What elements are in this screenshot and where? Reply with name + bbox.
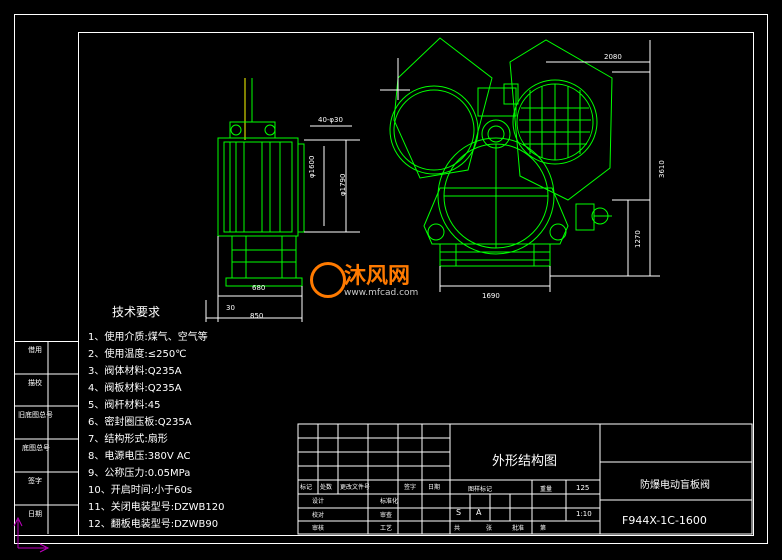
stage-s: S xyxy=(456,508,462,517)
side-label-sign: 签字 xyxy=(28,477,42,485)
row-check: 校对 xyxy=(312,512,325,519)
rev-header-date: 日期 xyxy=(428,484,441,491)
row-review: 审查 xyxy=(380,512,393,519)
ucs-icon xyxy=(13,516,50,553)
sheet-total-label: 共 xyxy=(454,525,461,532)
side-label-borrow: 借用 xyxy=(28,346,42,354)
row-standard: 标准化 xyxy=(380,498,399,505)
page-label: 第 xyxy=(540,525,547,532)
side-column-rows xyxy=(14,341,78,534)
tech-item-12: 12、翻板电装型号:DZWB90 xyxy=(88,519,219,530)
tech-item-2: 2、使用温度:≤250℃ xyxy=(88,349,187,360)
product-name: 防爆电动盲板阀 xyxy=(640,480,710,491)
row-audit: 审核 xyxy=(312,525,325,532)
tech-item-10: 10、开启时间:小于60s xyxy=(88,485,193,496)
tech-item-7: 7、结构形式:扇形 xyxy=(88,434,168,445)
dim-40-holes: 40-φ30 xyxy=(318,116,343,124)
title-block-grid xyxy=(297,423,753,535)
dim-1270: 1270 xyxy=(634,230,642,248)
side-view-dimensions xyxy=(205,125,360,322)
rev-header-mark: 标记 xyxy=(300,484,313,491)
dim-1600: φ1600 xyxy=(308,155,316,178)
dim-1790: φ1790 xyxy=(339,173,347,196)
side-view xyxy=(217,78,305,287)
dim-2080: 2080 xyxy=(604,53,622,61)
tech-item-1: 1、使用介质:煤气、空气等 xyxy=(88,332,208,343)
front-view-dimensions xyxy=(380,40,660,292)
dim-850: 850 xyxy=(250,312,264,320)
side-label-date: 日期 xyxy=(28,510,42,518)
side-label-base-no: 底图总号 xyxy=(22,444,50,452)
stage-label: 图样标记 xyxy=(468,486,493,493)
dim-30: 30 xyxy=(226,304,235,312)
weight-value: 125 xyxy=(576,484,590,492)
row-process: 工艺 xyxy=(380,525,393,532)
front-view xyxy=(389,37,613,267)
watermark-url: www.mfcad.com xyxy=(344,288,419,298)
dim-3610: 3610 xyxy=(658,160,666,178)
dim-680: 680 xyxy=(252,284,266,292)
tech-item-6: 6、密封圈压板:Q235A xyxy=(88,417,192,428)
stage-a: A xyxy=(476,508,482,517)
inner-border xyxy=(78,32,754,536)
rev-header-sign: 签字 xyxy=(404,484,417,491)
watermark-cn: 沐风网 xyxy=(344,264,411,289)
dim-1690: 1690 xyxy=(482,292,500,300)
side-label-old-no: 旧底图总号 xyxy=(18,411,53,419)
tech-item-11: 11、关闭电装型号:DZWB120 xyxy=(88,502,225,513)
scale-value: 1:10 xyxy=(576,510,592,518)
tech-requirements-title: 技术要求 xyxy=(112,305,161,319)
tech-item-4: 4、阀板材料:Q235A xyxy=(88,383,182,394)
drawing-title: 外形结构图 xyxy=(492,454,558,469)
drawing-number: F944X-1C-1600 xyxy=(622,514,707,527)
tech-item-9: 9、公称压力:0.05MPa xyxy=(88,468,191,479)
watermark-logo-icon xyxy=(310,262,346,298)
rev-header-file: 更改文件号 xyxy=(340,484,371,491)
row-approve: 批准 xyxy=(512,525,525,532)
tech-item-5: 5、阀杆材料:45 xyxy=(88,400,161,411)
rev-header-count: 处数 xyxy=(320,484,333,491)
tech-item-3: 3、阀体材料:Q235A xyxy=(88,366,182,377)
row-design: 设计 xyxy=(312,498,325,505)
side-label-trace: 描校 xyxy=(28,379,42,387)
outer-border xyxy=(14,14,768,544)
sheet-unit-label: 张 xyxy=(486,525,493,532)
weight-label: 重量 xyxy=(540,486,553,493)
tech-item-8: 8、电源电压:380V AC xyxy=(88,451,191,462)
